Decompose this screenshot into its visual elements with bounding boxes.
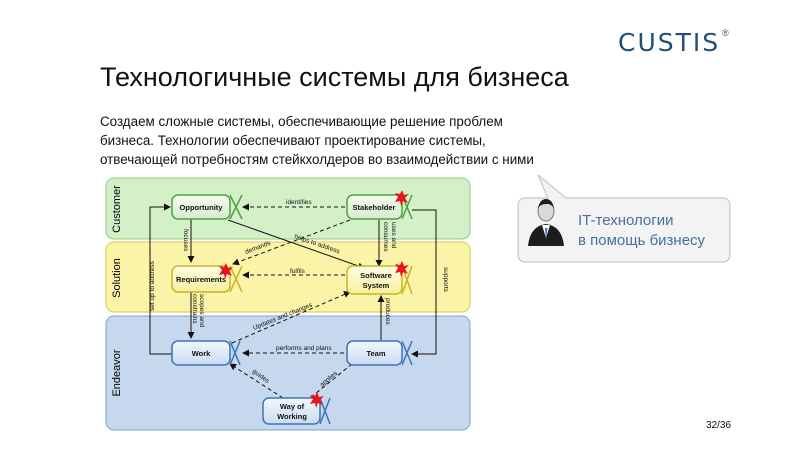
lead-line-3: отвечающей потребностям стейкхолдеров во…	[100, 152, 534, 167]
person-icon	[528, 199, 564, 246]
svg-text:Way of: Way of	[280, 402, 305, 411]
callout-bubble	[517, 174, 731, 263]
callout-line-2: в помощь бизнесу	[578, 232, 706, 249]
svg-text:Opportunity: Opportunity	[180, 203, 224, 212]
svg-text:Stakeholder: Stakeholder	[353, 203, 396, 212]
node-work: Work	[171, 340, 241, 366]
edge-label-supports: supports	[442, 267, 449, 293]
red-star-icon	[310, 392, 324, 408]
slide-lead-text: Создаем сложные системы, обеспечивающие …	[100, 112, 600, 169]
svg-text:Working: Working	[277, 412, 307, 421]
edge-label-uses-and-consumes-1: uses and	[390, 222, 397, 249]
page-number: 32/36	[706, 420, 732, 431]
lead-line-1: Создаем сложные системы, обеспечивающие …	[100, 114, 503, 129]
edge-helps-to-address	[227, 219, 365, 270]
band-label-customer: Customer	[111, 185, 123, 233]
edge-label-identifies: identifies	[286, 199, 312, 206]
edge-guides	[229, 363, 284, 399]
band-label-endeavor: Endeavor	[111, 349, 123, 396]
node-team: Team	[346, 340, 413, 366]
edge-supports	[411, 209, 437, 358]
edge-label-set-up-to-address: set up to address	[149, 260, 156, 311]
svg-text:System: System	[363, 281, 390, 290]
edge-label-focuses: focuses	[182, 229, 189, 252]
edge-label-scopes-and-constrains-2: constrains	[191, 294, 198, 324]
registered-mark: ®	[722, 28, 729, 38]
svg-text:Software: Software	[360, 271, 392, 280]
edge-label-uses-and-consumes-2: consumes	[382, 222, 389, 252]
node-software-system: Software System	[346, 265, 413, 295]
node-opportunity: Opportunity	[171, 194, 243, 220]
callout-text: IT-технологии в помощь бизнесу	[578, 211, 705, 251]
edge-label-performs-and-plans: performs and plans	[276, 345, 332, 352]
custis-logo: CUSTIS	[618, 28, 721, 57]
customer-band	[105, 177, 471, 240]
edge-updates-and-changes	[231, 291, 351, 344]
solution-band	[105, 241, 471, 313]
node-way-of-working: Way of Working	[262, 397, 331, 425]
edge-set-up-to-address	[149, 203, 172, 355]
callout-line-1: IT-технологии	[578, 212, 674, 229]
red-star-icon	[219, 263, 233, 279]
svg-text:Work: Work	[192, 349, 211, 358]
red-star-icon	[395, 261, 409, 277]
slide-title: Технологичные системы для бизнеса	[100, 62, 569, 92]
edge-label-scopes-and-constrains-1: scopes and	[198, 294, 205, 328]
edge-label-produces: produces	[384, 298, 391, 325]
red-star-icon	[395, 190, 409, 206]
node-stakeholder: Stakeholder	[346, 194, 413, 220]
band-label-solution: Solution	[111, 258, 123, 298]
lead-line-2: бизнеса. Технологии обеспечивают проекти…	[100, 133, 486, 148]
edge-label-fulfils: fulfils	[290, 268, 306, 275]
node-requirements: Requirements	[171, 265, 243, 293]
svg-text:Team: Team	[366, 349, 385, 358]
svg-text:Requirements: Requirements	[176, 275, 226, 284]
